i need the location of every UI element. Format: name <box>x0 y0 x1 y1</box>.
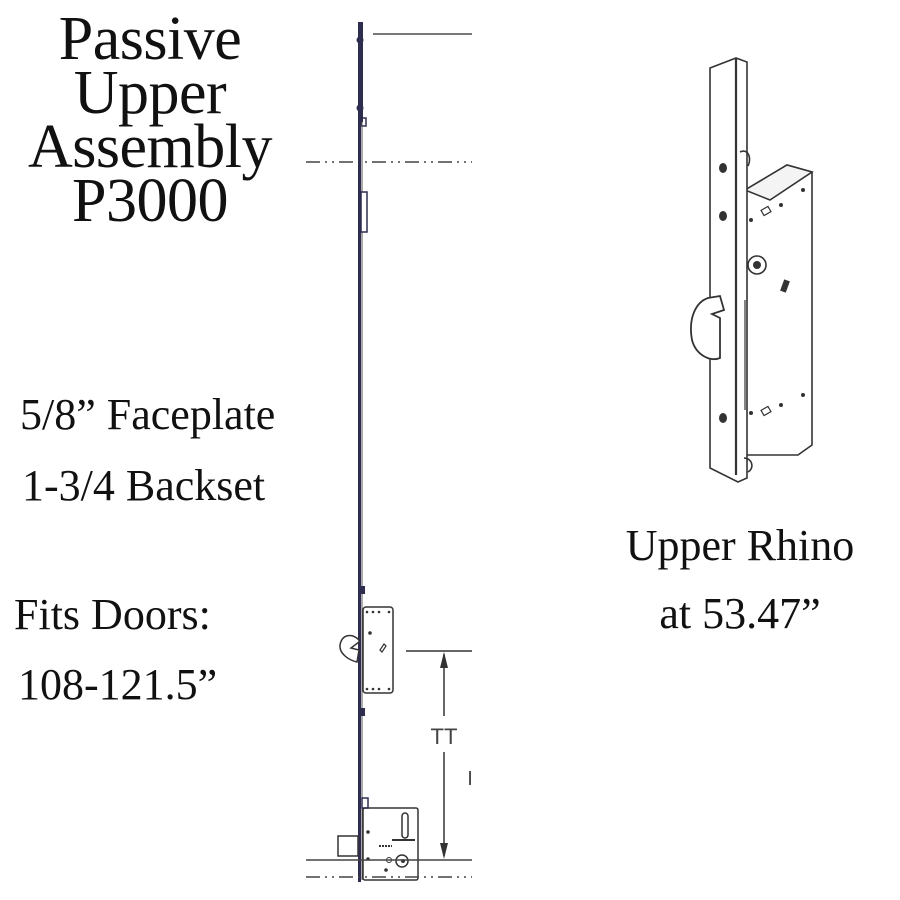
lock-case <box>744 164 813 456</box>
dimension-secondary-mark: I <box>467 768 473 790</box>
shootbolt-guide <box>360 191 368 233</box>
main-rod <box>358 122 361 882</box>
screw-hole <box>719 163 727 173</box>
rod-assembly-drawing: TT I <box>306 22 473 882</box>
rod-rivet <box>356 104 364 112</box>
backset-spec: 1-3/4 Backset <box>22 461 266 510</box>
title-line-3: Assembly <box>28 113 273 181</box>
upper-rod <box>358 22 363 122</box>
arrow-down-icon <box>440 843 448 859</box>
fits-doors-range: 108-121.5” <box>18 660 218 709</box>
upper-rhino-isometric-drawing <box>690 57 814 483</box>
main-lock-body <box>362 807 419 881</box>
latch-bolt <box>337 835 359 857</box>
upper-rhino-lock-body <box>362 606 394 694</box>
arrow-up-icon <box>440 652 448 668</box>
hook-bolt-icon <box>690 294 726 360</box>
faceplate <box>709 57 748 483</box>
fits-doors-label: Fits Doors: <box>14 590 211 639</box>
title-line-4: P3000 <box>72 167 228 235</box>
rod-connector <box>360 708 365 716</box>
rod-rivet <box>356 36 364 44</box>
screw-hole <box>719 413 727 423</box>
screw-hole <box>719 211 727 221</box>
product-title: Passive Upper Assembly P3000 <box>0 5 300 235</box>
title-line-2: Upper <box>73 59 227 127</box>
hook-bolt-icon <box>339 634 360 663</box>
title-line-1: Passive <box>58 5 242 73</box>
faceplate-spec: 5/8” Faceplate <box>20 390 276 439</box>
dimension-label: TT <box>431 724 458 749</box>
caption-line-1: Upper Rhino <box>625 521 855 570</box>
rod-connector <box>360 586 365 594</box>
detail-caption: Upper Rhino at 53.47” <box>590 512 890 648</box>
caption-line-2: at 53.47” <box>659 589 821 638</box>
